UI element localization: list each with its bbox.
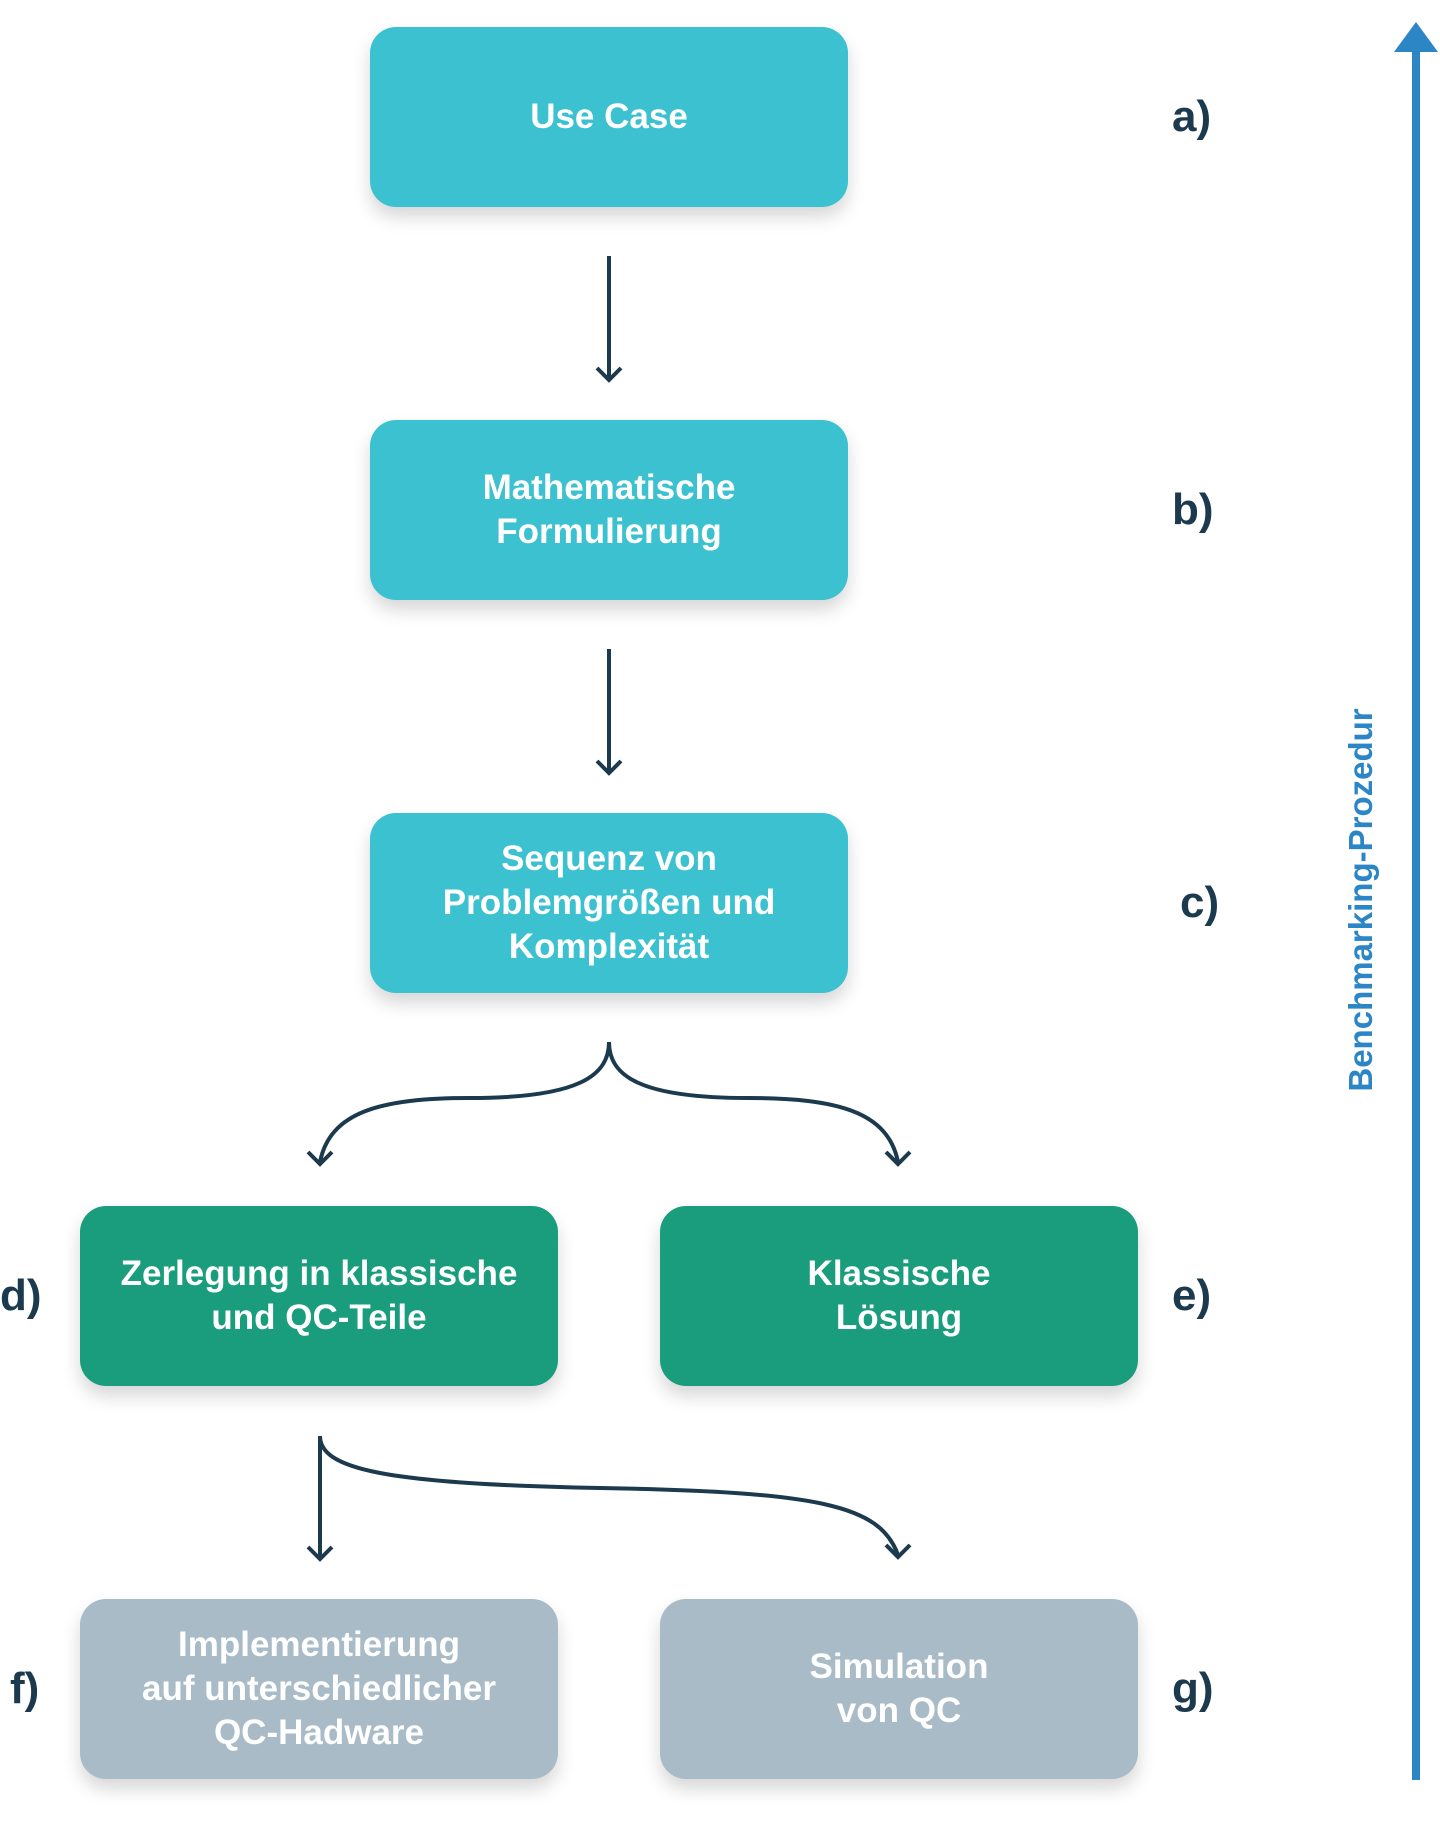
- node-qc-simulation-text: Simulation von QC: [809, 1647, 989, 1730]
- benchmarking-axis-arrow: [1394, 22, 1438, 1780]
- arrow-c-to-d-and-e: [306, 1041, 912, 1167]
- node-use-case-text: Use Case: [530, 97, 688, 136]
- arrow-d-to-f-and-g: [306, 1435, 912, 1562]
- node-qc-simulation: Simulation von QC: [660, 1599, 1138, 1779]
- node-mathematical-formulation: Mathematische Formulierung: [370, 420, 848, 600]
- arrow-b-to-c: [595, 649, 623, 776]
- node-qc-hardware-implementation-text: Implementierung auf unterschiedlicher QC…: [142, 1625, 496, 1752]
- node-qc-hardware-implementation: Implementierung auf unterschiedlicher QC…: [80, 1599, 558, 1779]
- node-decomposition-text: Zerlegung in klassische und QC-Teile: [120, 1254, 518, 1337]
- step-marker-g: g): [1172, 1664, 1214, 1713]
- node-mathematical-formulation-text: Mathematische Formulierung: [482, 468, 736, 551]
- step-marker-e: e): [1172, 1271, 1212, 1320]
- node-problem-size-sequence: Sequenz von Problemgrößen und Komplexitä…: [370, 813, 848, 993]
- step-marker-a: a): [1172, 92, 1212, 141]
- arrow-a-to-b: [595, 256, 623, 383]
- node-use-case: Use Case: [370, 27, 848, 207]
- node-classical-solution: Klassische Lösung: [660, 1206, 1138, 1386]
- benchmarking-axis-label: Benchmarking-Prozedur: [1342, 708, 1379, 1092]
- step-marker-b: b): [1172, 485, 1214, 534]
- node-classical-solution-text: Klassische Lösung: [807, 1254, 991, 1337]
- node-decomposition: Zerlegung in klassische und QC-Teile: [80, 1206, 558, 1386]
- step-marker-f: f): [10, 1664, 40, 1713]
- step-marker-c: c): [1180, 878, 1220, 927]
- step-marker-d: d): [0, 1271, 42, 1320]
- node-problem-size-sequence-text: Sequenz von Problemgrößen und Komplexitä…: [442, 839, 776, 966]
